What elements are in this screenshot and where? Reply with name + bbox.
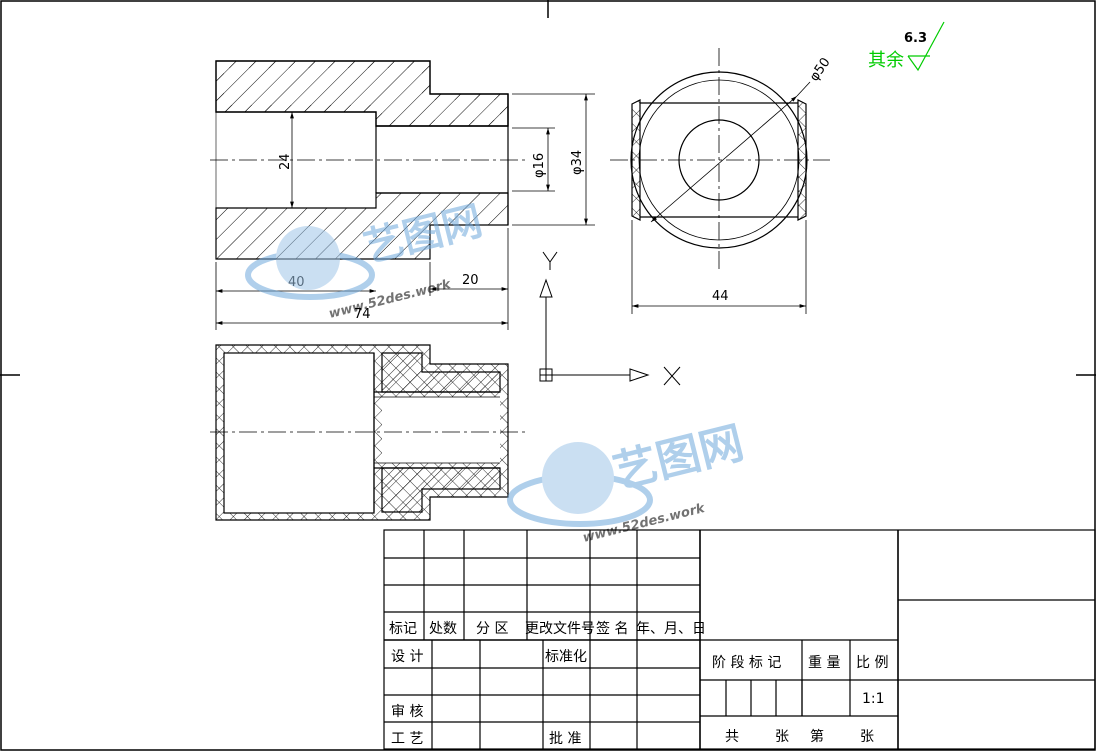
tb-scale: 比 例	[856, 655, 888, 671]
dim-44: 44	[712, 289, 729, 304]
dim-20: 20	[462, 273, 479, 288]
tb-header-count: 处数	[429, 621, 457, 637]
tb-sheet-total: 共	[725, 729, 739, 745]
tb-header-docno: 更改文件号	[525, 621, 595, 637]
tb-sheet-unit2: 张	[860, 729, 874, 745]
side-view	[610, 48, 830, 314]
tb-design: 设 计	[391, 649, 423, 665]
finish-label: 其余	[868, 50, 904, 71]
tb-scale-value: 1:1	[862, 691, 885, 707]
tb-approve: 批 准	[549, 731, 581, 747]
tb-header-zone: 分 区	[476, 621, 508, 637]
bottom-view	[210, 344, 528, 521]
watermark-brand-2: 艺图网	[608, 417, 748, 498]
tb-sheet-no: 第	[810, 728, 824, 745]
watermark-2: 艺图网 www.52des.work	[507, 417, 749, 546]
watermark-url-1: www.52des.work	[327, 277, 453, 322]
tb-header-date: 年、月、日	[636, 621, 706, 637]
finish-value: 6.3	[904, 31, 927, 46]
dim-phi50: φ50	[807, 55, 834, 84]
tb-review: 审 核	[391, 704, 423, 720]
dim-phi16: φ16	[532, 153, 547, 178]
surface-finish-symbol: 其余 6.3	[868, 21, 945, 72]
dim-24: 24	[278, 153, 293, 170]
ucs-icon	[539, 251, 681, 386]
tb-sheet-unit: 张	[775, 729, 789, 745]
tb-header-sign: 签 名	[596, 620, 628, 637]
title-block	[383, 529, 1096, 750]
tb-process: 工 艺	[391, 731, 423, 747]
tb-weight: 重 量	[808, 655, 840, 671]
dim-74: 74	[354, 307, 371, 322]
dim-phi34: φ34	[570, 150, 585, 175]
tb-header-mark: 标记	[389, 621, 417, 637]
tb-stage-mark: 阶 段 标 记	[712, 655, 781, 671]
title-block-text: 标记 处数 分 区 更改文件号 签 名 年、月、日 设 计 标准化 审 核 工 …	[389, 620, 888, 747]
tb-standardization: 标准化	[545, 649, 587, 665]
